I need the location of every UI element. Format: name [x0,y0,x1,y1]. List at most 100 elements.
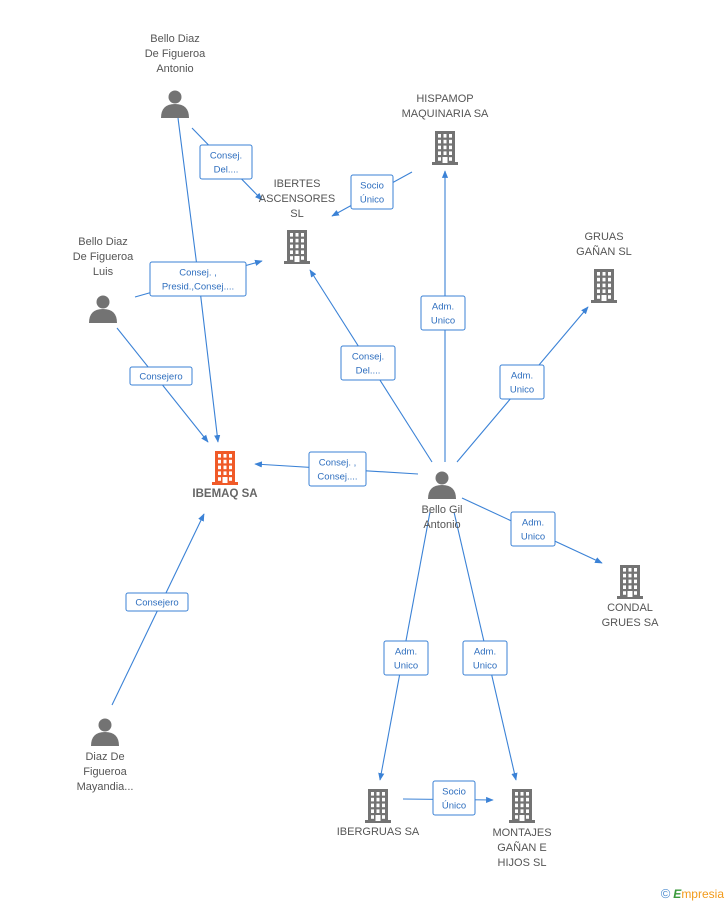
building-icon [212,451,238,485]
node-label: MONTAJES [492,827,551,839]
edge-label-text: Consej.... [317,472,357,483]
node-montajes[interactable]: MONTAJES GAÑAN E HIJOS SL [492,789,552,869]
edge-e10[interactable]: Adm. Unico [461,497,603,564]
node-label: CONDAL [607,602,653,614]
edge-label-box [149,261,247,297]
edge-label-box [499,364,545,400]
edge-e4[interactable]: Consejero [111,513,205,706]
person-icon [161,90,189,118]
node-label: De Figueroa [145,48,206,60]
edge-label-box [462,640,508,676]
node-label: Diaz De [85,751,124,763]
edge-label-text: Adm. [511,371,533,382]
node-label: IBERGRUAS SA [337,826,420,838]
node-label: GRUAS [584,231,623,243]
edge-e2[interactable]: Consej. , Presid.,Consej.... [134,259,263,298]
node-label: Figueroa [83,766,127,778]
edge-label-text: Unico [431,316,455,327]
edge-label-text: Del.... [214,165,239,176]
brand-initial: E [673,887,682,901]
edge-label-text: Socio [442,787,466,798]
node-condal[interactable]: CONDAL GRUES SA [602,565,660,629]
edge-label-text: Adm. [432,302,454,313]
node-gruas-ganan[interactable]: GRUAS GAÑAN SL [576,231,632,303]
node-label: Luis [93,266,114,278]
node-ibertes[interactable]: IBERTES ASCENSORES SL [259,178,335,264]
edge-e7[interactable]: Adm. Unico [420,170,466,462]
node-label: GAÑAN SL [576,245,632,258]
edge-label-text: Único [442,801,466,812]
copyright-icon: © [660,886,671,901]
node-label: GAÑAN E [497,841,547,854]
edge-label-text: Adm. [522,518,544,529]
node-label: Mayandia... [77,781,134,793]
edge-label-box [199,144,253,180]
node-label: HISPAMOP [416,93,473,105]
node-label: De Figueroa [73,251,134,263]
node-label: SL [290,208,303,220]
edge-label-text: Consejero [139,372,182,383]
building-icon [365,789,391,823]
building-icon [432,131,458,165]
edge-label-text: Adm. [474,647,496,658]
node-label: Antonio [423,519,460,531]
edge-label-box [510,511,556,547]
edge-e1[interactable]: Consej. Del.... [191,127,263,201]
node-label: Antonio [156,63,193,75]
building-icon [509,789,535,823]
edge-label-text: Del.... [356,366,381,377]
node-label: MAQUINARIA SA [402,108,489,120]
edge-label-text: Unico [394,661,418,672]
edge-e11[interactable]: Adm. Unico [378,511,431,781]
edge-label-box [129,366,193,386]
node-label: IBEMAQ SA [192,488,257,500]
node-diaz-mayandia[interactable]: Diaz De FigueroaMayandia... [77,718,134,794]
brand-footer: ©Empresia [661,886,724,901]
edge-label-box [125,592,189,612]
edge-e3[interactable]: Consejero [116,327,209,443]
node-label: Bello Diaz [78,236,128,248]
node-label: Bello Gil [422,504,463,516]
edge-label-text: Presid.,Consej.... [162,282,234,293]
node-label: ASCENSORES [259,193,335,205]
edge-e8[interactable]: Adm. Unico [456,306,589,463]
edge-label-text: Consej. , [319,458,357,469]
edge-label-box [420,295,466,331]
edge-label-text: Consej. [210,151,242,162]
person-icon [428,471,456,499]
edge-label-text: Consej. [352,352,384,363]
brand-name: mpresia [681,887,724,901]
edge-e9[interactable]: Consej. , Consej.... [254,451,419,487]
edge-label-text: Adm. [395,647,417,658]
node-label: HIJOS SL [498,857,547,869]
edge-label-text: Consejero [135,598,178,609]
edge-label-text: Consej. , [179,268,217,279]
edge-label-text: Unico [473,661,497,672]
person-icon [91,718,119,746]
edge-label-text: Único [360,195,384,206]
edge-label-box [350,174,394,210]
edge-e12[interactable]: Adm. Unico [453,511,518,781]
building-icon [617,565,643,599]
edge-label-box [383,640,429,676]
edge-label-text: Socio [360,181,384,192]
edge-label-text: Unico [510,385,534,396]
node-ibemaq[interactable]: IBEMAQ SA [192,451,258,500]
edge-label-box [340,345,396,381]
building-icon [284,230,310,264]
edge-label-text: Unico [521,532,545,543]
node-hispamop[interactable]: HISPAMOP MAQUINARIA SA [402,93,489,165]
node-label: IBERTES [274,178,321,190]
node-label: GRUES SA [602,617,660,629]
person-icon [89,295,117,323]
node-ibergruas[interactable]: IBERGRUAS SA [337,789,420,838]
building-icon [591,269,617,303]
edge-e6[interactable]: Consej. Del.... [309,269,433,463]
edge-label-box [432,780,476,816]
